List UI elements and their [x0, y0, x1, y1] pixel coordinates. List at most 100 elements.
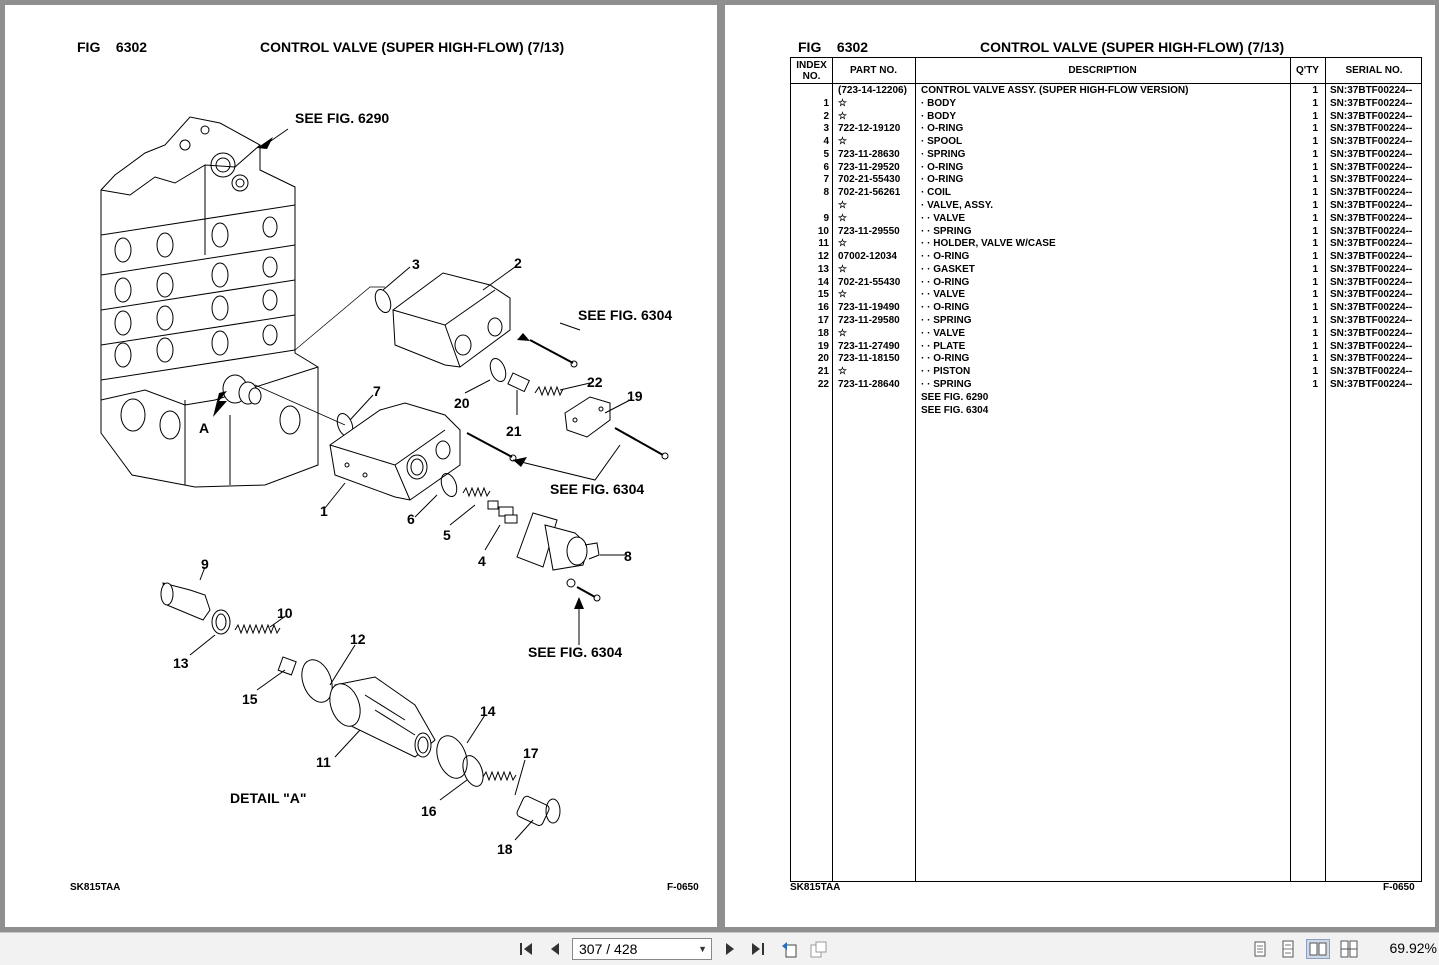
- callout-see-fig-6290[interactable]: SEE FIG. 6290: [295, 110, 389, 126]
- num-22: 22: [587, 374, 603, 390]
- row-description: · · VALVE: [921, 212, 966, 224]
- last-page-icon: [752, 943, 764, 955]
- row-serial: SN:37BTF00224--: [1330, 366, 1413, 378]
- last-page-button[interactable]: [748, 939, 768, 959]
- row-qty: 1: [1312, 353, 1318, 365]
- next-page-icon: [726, 943, 734, 955]
- callout-see-fig-6304-a[interactable]: SEE FIG. 6304: [578, 307, 672, 323]
- table-row: (723-14-12206)CONTROL VALVE ASSY. (SUPER…: [791, 85, 1421, 98]
- callout-see-fig-6304-b[interactable]: SEE FIG. 6304: [550, 481, 644, 497]
- o-ring-3: [374, 288, 392, 314]
- row-qty: 1: [1312, 315, 1318, 327]
- previous-page-button[interactable]: [545, 939, 565, 959]
- exploded-diagram: SEE FIG. 6290 SEE FIG. 6304 SEE FIG. 630…: [100, 110, 672, 857]
- row-serial: SN:37BTF00224--: [1330, 315, 1413, 327]
- row-qty: 1: [1312, 340, 1318, 352]
- row-qty: 1: [1312, 225, 1318, 237]
- next-view-button[interactable]: [808, 939, 828, 959]
- row-serial: SN:37BTF00224--: [1330, 302, 1413, 314]
- continuous-button[interactable]: [1278, 939, 1298, 959]
- row-serial: SN:37BTF00224--: [1330, 212, 1413, 224]
- valve-block: [100, 116, 319, 488]
- num-16: 16: [421, 803, 437, 819]
- num-18: 18: [497, 841, 513, 857]
- row-serial: SN:37BTF00224--: [1330, 378, 1413, 390]
- zoom-level[interactable]: 69.92%: [1389, 940, 1437, 956]
- row-qty: 1: [1312, 263, 1318, 275]
- row-part-no: ☆: [838, 110, 847, 122]
- col-header-qty: Q'TY: [1296, 65, 1319, 76]
- num-11: 11: [316, 754, 331, 770]
- viewer-toolbar: 307 / 428▼ 69.92%: [0, 932, 1439, 965]
- row-part-no: ☆: [838, 200, 847, 212]
- row-serial: SN:37BTF00224--: [1330, 174, 1413, 186]
- row-qty: 1: [1312, 174, 1318, 186]
- row-description: CONTROL VALVE ASSY. (SUPER HIGH-FLOW VER…: [921, 85, 1189, 96]
- row-description: · · VALVE: [921, 327, 966, 339]
- single-page-button[interactable]: [1250, 939, 1270, 959]
- dropdown-arrow-icon[interactable]: ▼: [698, 944, 707, 954]
- row-serial: SN:37BTF00224--: [1330, 200, 1413, 212]
- row-index: 17: [817, 315, 829, 327]
- row-part-no: 702-21-56261: [838, 187, 901, 199]
- row-part-no: ☆: [838, 289, 847, 301]
- row-index: 5: [823, 148, 829, 160]
- row-qty: 1: [1312, 251, 1318, 263]
- row-part-no: 702-21-55430: [838, 174, 901, 186]
- continuous-icon: [1282, 940, 1294, 958]
- coil-8: [516, 512, 600, 588]
- col-header-part-no: PART NO.: [849, 65, 898, 76]
- col-header-description: DESCRIPTION: [1068, 65, 1137, 76]
- row-index: 2: [823, 110, 829, 122]
- num-14: 14: [480, 703, 496, 719]
- row-index: 7: [823, 174, 829, 186]
- row-qty: 1: [1312, 161, 1318, 173]
- num-19: 19: [627, 388, 643, 404]
- row-description: · · SPRING: [921, 378, 972, 390]
- arrow-a-label: A: [199, 420, 209, 436]
- row-part-no: 723-11-29550: [838, 225, 900, 237]
- footer-code: F-0650: [1383, 882, 1415, 893]
- page-number-field[interactable]: 307 / 428▼: [572, 938, 712, 960]
- next-page-button[interactable]: [720, 939, 740, 959]
- row-description: · · PLATE: [921, 340, 966, 352]
- callout-see-fig-6304-c[interactable]: SEE FIG. 6304: [528, 644, 622, 660]
- num-10: 10: [277, 605, 293, 621]
- table-row: SEE FIG. 6304: [791, 405, 1421, 418]
- row-description: · · VALVE: [921, 289, 966, 301]
- facing-button[interactable]: [1306, 939, 1330, 959]
- row-description: · · HOLDER, VALVE W/CASE: [921, 238, 1056, 250]
- row-part-no: ☆: [838, 212, 847, 224]
- row-qty: 1: [1312, 200, 1318, 212]
- row-description: · · O-RING: [921, 353, 970, 365]
- row-qty: 1: [1312, 302, 1318, 314]
- row-serial: SN:37BTF00224--: [1330, 148, 1413, 160]
- continuous-facing-button[interactable]: [1339, 939, 1359, 959]
- row-description: · COIL: [921, 187, 951, 199]
- num-6: 6: [407, 511, 415, 527]
- arrow-a-icon: [213, 391, 227, 417]
- row-part-no: 723-11-18150: [838, 353, 900, 365]
- page-title: CONTROL VALVE (SUPER HIGH-FLOW) (7/13): [260, 39, 565, 55]
- previous-view-button[interactable]: [779, 939, 799, 959]
- row-serial: SN:37BTF00224--: [1330, 225, 1413, 237]
- first-page-button[interactable]: [516, 939, 536, 959]
- row-qty: 1: [1312, 366, 1318, 378]
- row-serial: SN:37BTF00224--: [1330, 340, 1413, 352]
